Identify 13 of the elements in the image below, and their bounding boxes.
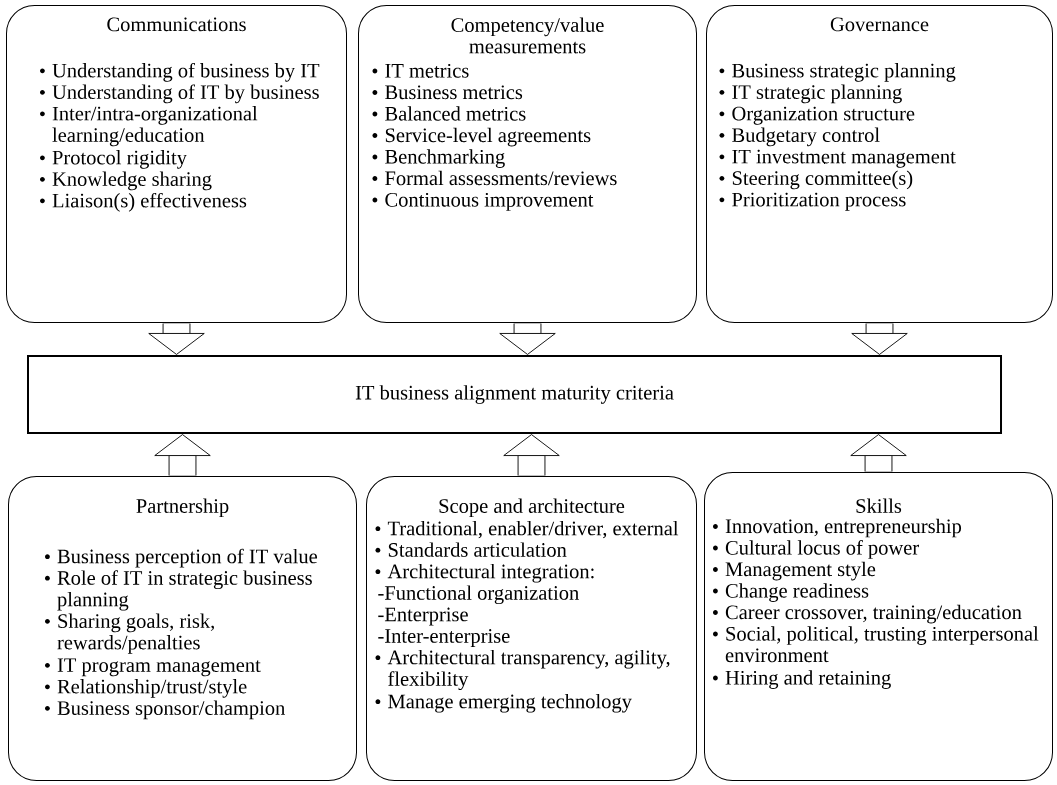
block-arrow: [503, 434, 560, 476]
rounded-box: Skills Innovation, entrepreneurship Cultural locus of power Management style Change readiness Career crossover, training/education Social, political, trusting interpersonal environment Hiring and retaining: [704, 472, 1053, 781]
block-arrow: [850, 434, 907, 472]
rounded-box: Partnership Business perception of IT value Role of IT in strategic business planning Sharing goals, risk, rewards/penalties IT program management Relationship/trust/style Business sponsor/champion: [8, 476, 357, 781]
block-arrow: [154, 434, 211, 476]
rounded-box: Communications Understanding of business by IT Understanding of IT by business Inter/intra-organizational learning/education Protocol rigidity Knowledge sharing Liaison(s) effectiveness: [6, 5, 347, 323]
criteria-box: IT business alignment maturity criteria: [27, 355, 1002, 434]
rounded-box: Governance Business strategic planning IT strategic planning Organization structure Budgetary control IT investment management Steering committee(s) Prioritization process: [706, 5, 1053, 323]
rounded-box: Competency/value measurements IT metrics Business metrics Balanced metrics Service-level agreements Benchmarking Formal assessments/reviews Continuous improvement: [358, 5, 697, 323]
block-arrow: [851, 323, 908, 355]
rounded-box: Scope and architecture Traditional, enabler/driver, external Standards articulation Architectural integration: -Functional organization -Enterprise -Inter-enterprise Architectural transparency, agility, flexibility Manage emerging technology: [366, 476, 697, 781]
block-arrow: [499, 323, 556, 355]
block-arrow: [148, 323, 205, 355]
